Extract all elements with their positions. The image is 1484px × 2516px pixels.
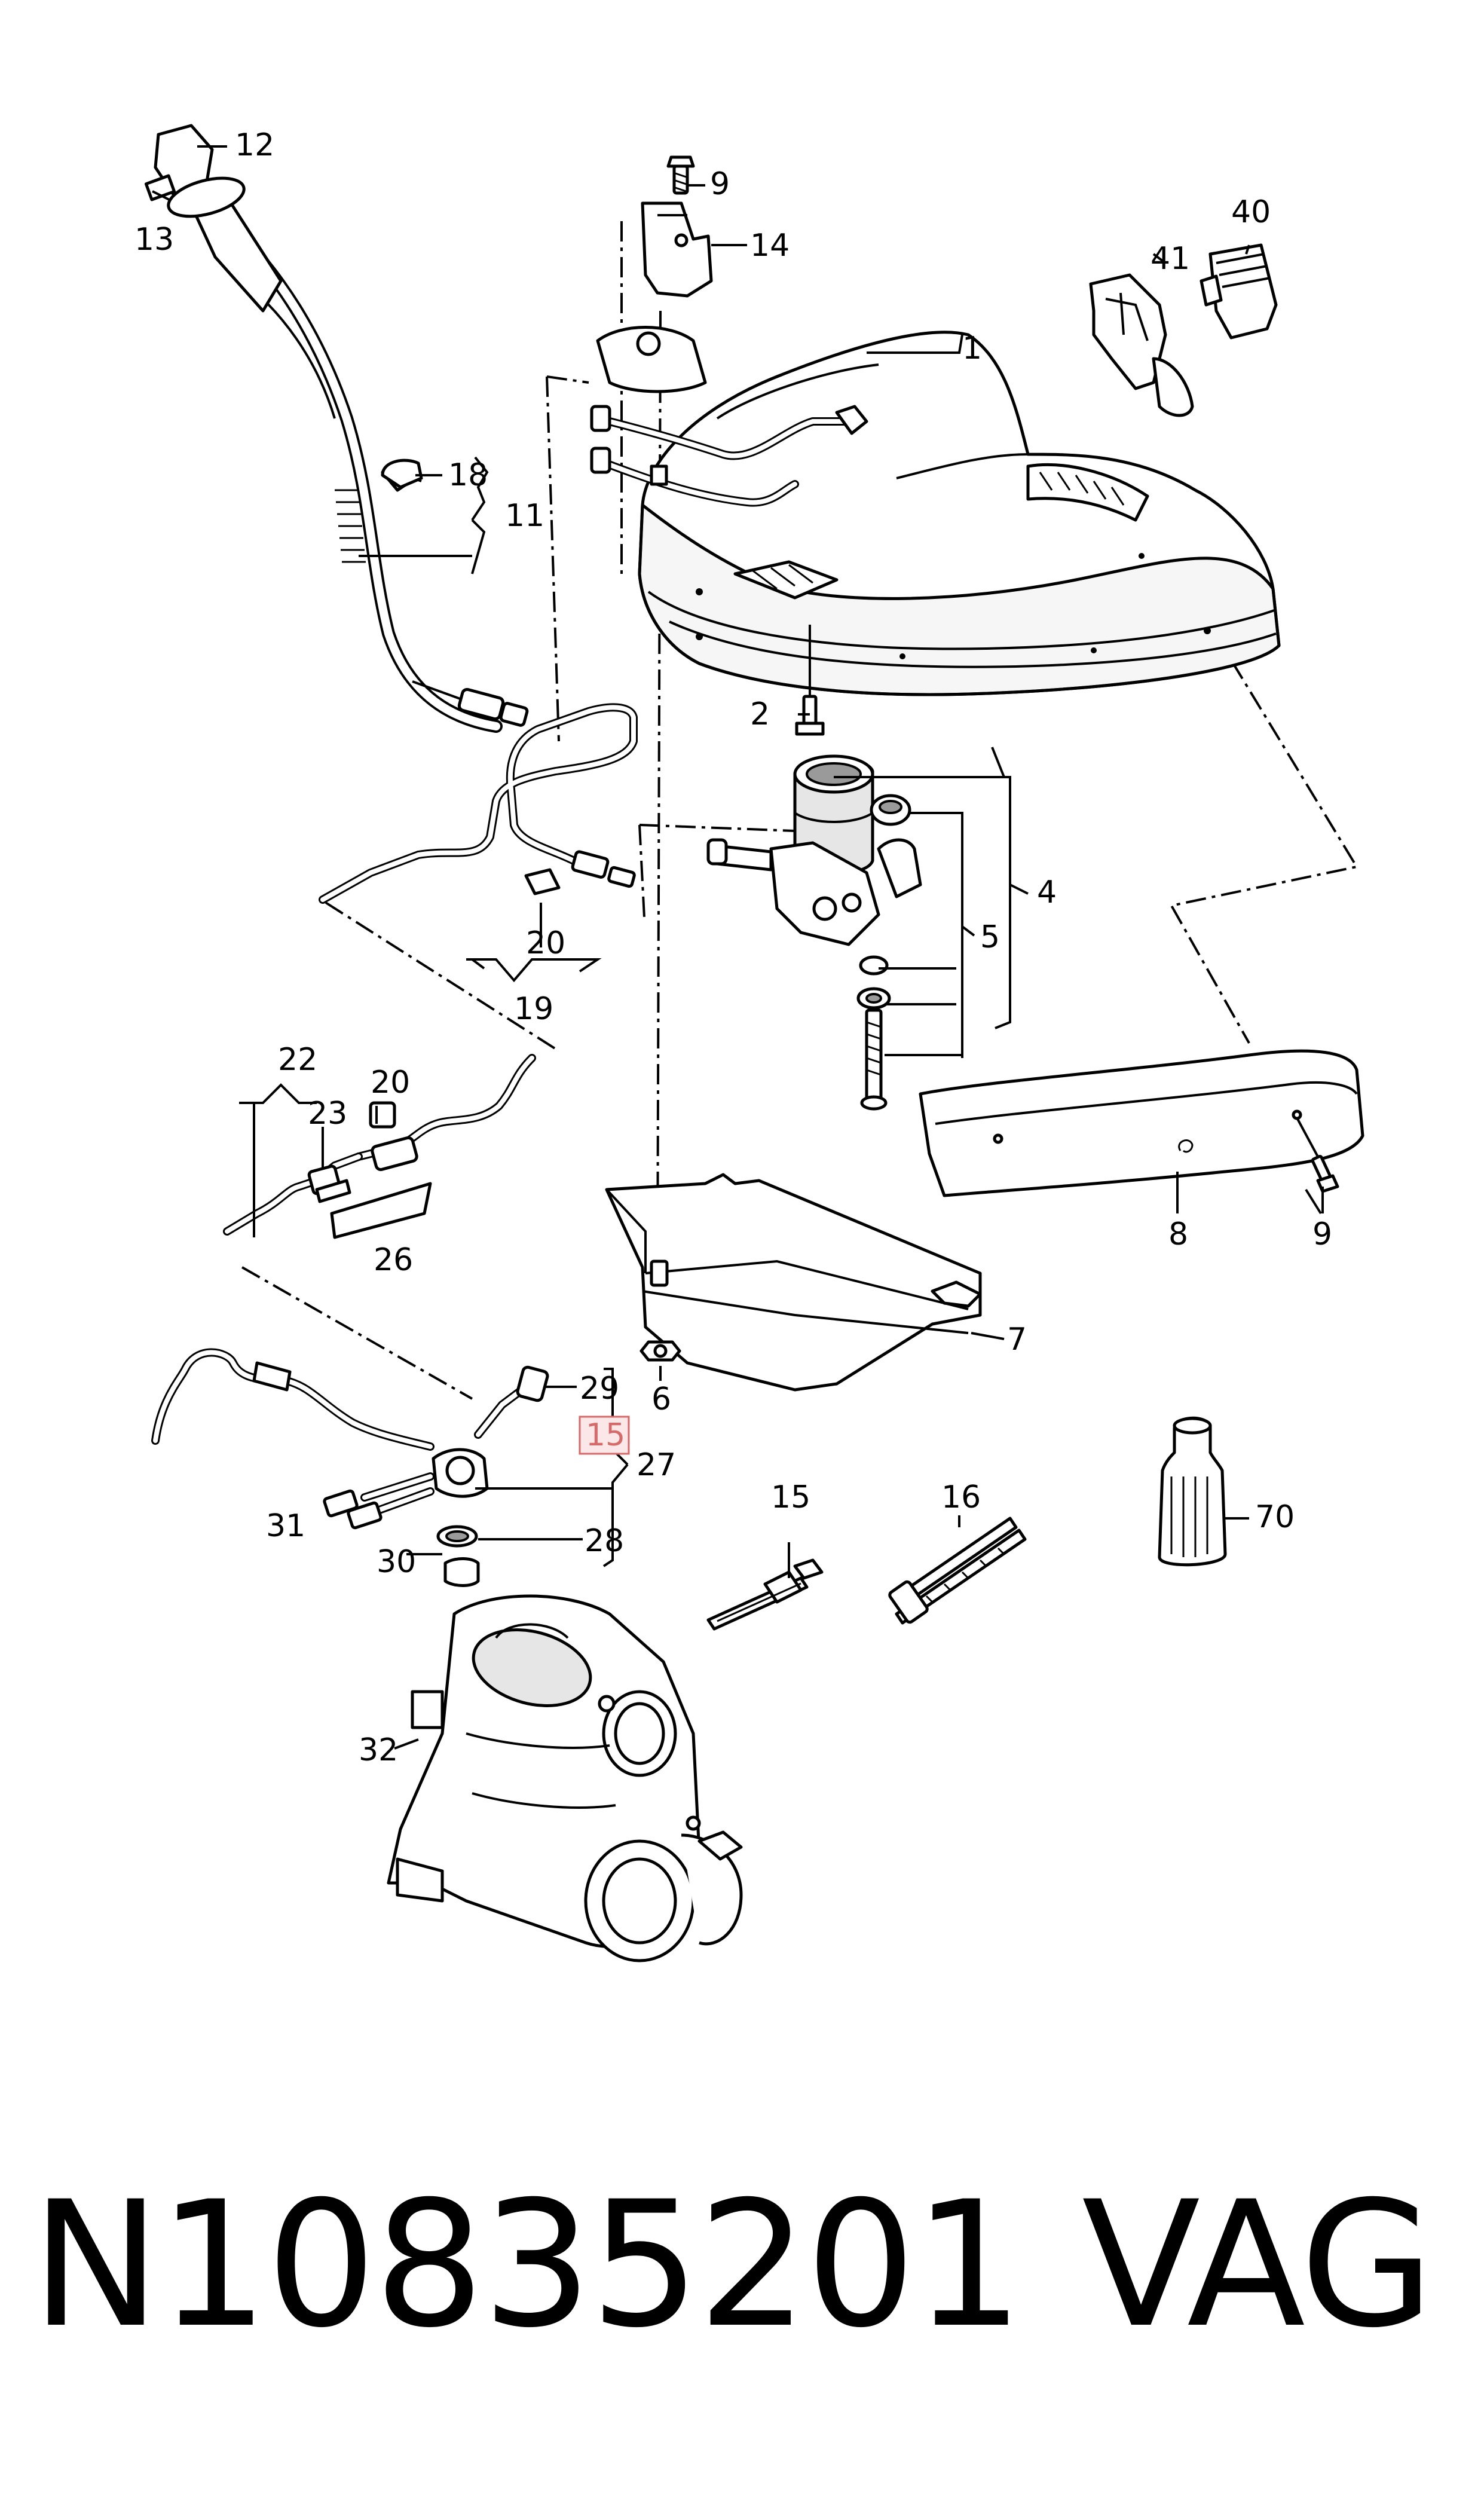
callout-18: 18 <box>448 457 488 493</box>
clip-40 <box>1200 243 1278 340</box>
callout-30: 30 <box>377 1544 416 1580</box>
callout-labels: 12 13 9 14 40 41 1 18 11 2 4 5 20 19 22 … <box>134 127 1332 1768</box>
bolt-2 <box>795 625 825 736</box>
sensor-assembly-27 <box>323 1365 549 1587</box>
callout-5: 5 <box>980 919 1000 955</box>
brand-label: VAG <box>1082 2165 1434 2366</box>
heat-shield-8 <box>919 1049 1364 1197</box>
particulate-filter-32 <box>387 1594 743 1962</box>
part-number: N10835201 <box>31 2165 1024 2366</box>
bracket-41 <box>1089 273 1194 417</box>
callout-8: 8 <box>1168 1216 1188 1252</box>
pump-assembly-4 <box>706 754 922 1111</box>
callout-13: 13 <box>134 222 174 258</box>
callout-7: 7 <box>1007 1322 1027 1358</box>
callout-brackets-19-22-23 <box>239 958 602 1237</box>
callout-9-lower: 9 <box>1312 1216 1332 1252</box>
filler-pipe-assembly <box>144 124 529 733</box>
callout-15-tie: 15 <box>771 1479 810 1515</box>
callout-70: 70 <box>1255 1499 1295 1535</box>
highlight-label-15: 15 <box>586 1417 625 1453</box>
footer: N10835201 VAG <box>0 2152 1484 2379</box>
callout-14: 14 <box>750 228 790 264</box>
callout-19: 19 <box>514 991 553 1027</box>
callout-2: 2 <box>750 696 770 732</box>
fuel-lines-19 <box>319 703 638 947</box>
callout-4: 4 <box>1037 875 1057 910</box>
callout-6: 6 <box>651 1381 671 1417</box>
bracket-14 <box>641 155 713 298</box>
callout-11: 11 <box>505 498 544 534</box>
callout-29: 29 <box>580 1371 619 1407</box>
filler-neck-corrugation <box>335 489 366 563</box>
clip-18 <box>381 458 423 489</box>
highlight-box-15 <box>579 1416 630 1455</box>
cable-tie-15 <box>706 1558 824 1631</box>
callout-27: 27 <box>637 1447 676 1483</box>
callout-22: 22 <box>278 1042 317 1078</box>
callout-20-mid: 20 <box>371 1065 410 1100</box>
wrap-26 <box>330 1182 432 1239</box>
callout-26: 26 <box>374 1242 413 1278</box>
callout-23: 23 <box>308 1096 347 1132</box>
nut-6 <box>640 1340 681 1362</box>
tank-top-lines <box>590 326 868 507</box>
callout-31: 31 <box>266 1508 305 1544</box>
callout-40: 40 <box>1231 194 1271 230</box>
callout-1: 1 <box>962 331 982 366</box>
callout-brackets-4-5 <box>834 747 1029 1058</box>
callout-32: 32 <box>359 1732 398 1768</box>
tray-7 <box>605 1173 982 1392</box>
bottle-70 <box>1158 1416 1249 1567</box>
callout-12: 12 <box>235 127 274 163</box>
callout-20-top: 20 <box>526 925 565 961</box>
callout-9-top: 9 <box>710 166 730 202</box>
callout-16: 16 <box>941 1479 981 1515</box>
callout-28: 28 <box>585 1523 624 1559</box>
harness-22 <box>223 1054 536 1236</box>
leader-lines <box>152 145 1324 1750</box>
callout-41: 41 <box>1151 241 1190 277</box>
hose-loop <box>151 1348 435 1451</box>
callout-brackets-27-29 <box>475 1368 629 1567</box>
cable-tie-16 <box>888 1517 1027 1625</box>
